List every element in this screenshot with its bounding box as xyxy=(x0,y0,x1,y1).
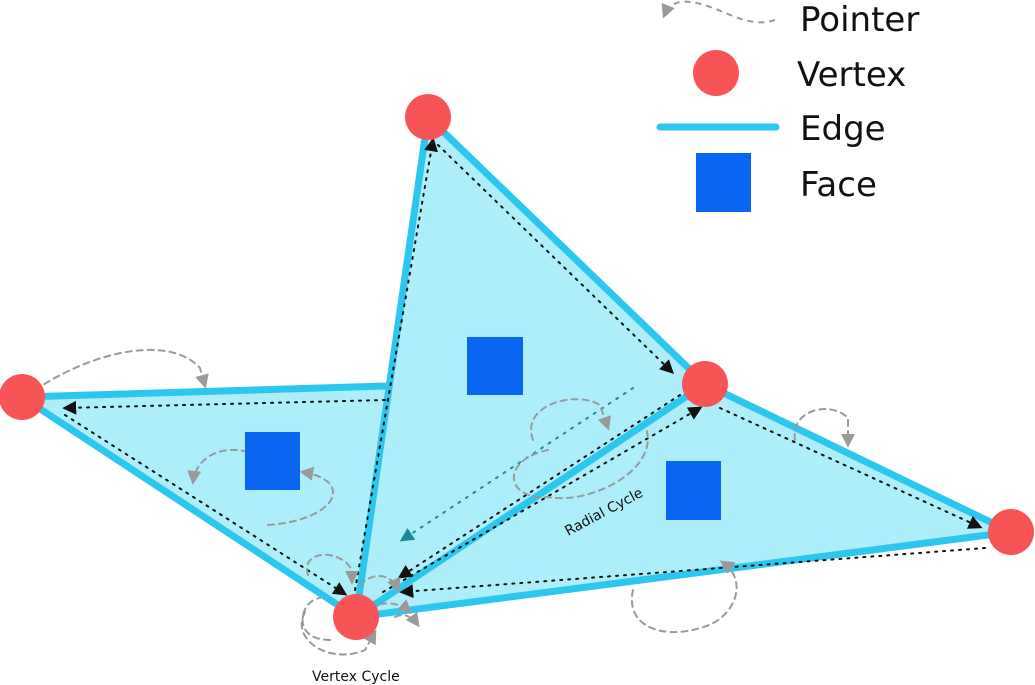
vertices xyxy=(0,94,1034,640)
vertex xyxy=(333,594,379,640)
edges xyxy=(18,113,1015,621)
face-marker xyxy=(467,337,523,395)
legend-pointer-label: Pointer xyxy=(800,0,919,40)
pointer-arrow xyxy=(300,611,377,656)
vertex-cycle-label: Vertex Cycle xyxy=(312,669,400,685)
pointer-arrow xyxy=(34,348,209,391)
radial-cycle-arrow xyxy=(399,387,634,542)
vertex xyxy=(405,94,451,140)
edge-right-bottom xyxy=(352,528,1015,621)
face-marker xyxy=(666,461,721,520)
loop-arrow xyxy=(397,394,681,579)
pointer-legend-icon xyxy=(661,0,776,24)
edge-top-left xyxy=(352,113,432,621)
legend-vertex-label: Vertex xyxy=(797,55,906,95)
edge-top-right xyxy=(424,113,709,388)
pointer-arrow xyxy=(267,466,335,526)
face-left xyxy=(22,386,388,617)
pointer-arrow xyxy=(394,611,420,628)
face-marker xyxy=(245,432,300,490)
edge-left-top xyxy=(18,382,392,401)
legend-face-label: Face xyxy=(800,165,877,205)
face-top xyxy=(356,117,705,617)
loop-arrow xyxy=(399,547,986,599)
pointer-arrow xyxy=(305,553,359,585)
loop-arrow xyxy=(62,399,386,415)
pointer-arrow xyxy=(530,398,611,441)
loop-arrow xyxy=(437,144,675,374)
pointer-arrow xyxy=(512,427,649,500)
loop-arrows xyxy=(62,137,986,599)
radial-arrows xyxy=(399,387,634,542)
face-markers xyxy=(245,337,721,520)
pointer-arrow xyxy=(359,575,401,593)
edge-shared-radial xyxy=(352,380,709,621)
vertex xyxy=(988,509,1034,555)
edge-left-bottom xyxy=(18,393,360,621)
legend-edge-label: Edge xyxy=(800,109,886,149)
pointer-arrow xyxy=(301,597,331,641)
pointer-arrow xyxy=(630,560,738,633)
edge-right-top xyxy=(701,380,1015,536)
vertex xyxy=(682,361,728,407)
legend: Pointer Vertex Edge Face xyxy=(656,0,919,212)
vertex-legend-icon xyxy=(693,50,739,96)
loop-arrow xyxy=(382,406,703,593)
loop-arrow xyxy=(64,414,348,596)
loop-arrow xyxy=(719,407,983,529)
face-legend-icon xyxy=(696,153,751,212)
vertex xyxy=(0,374,45,420)
